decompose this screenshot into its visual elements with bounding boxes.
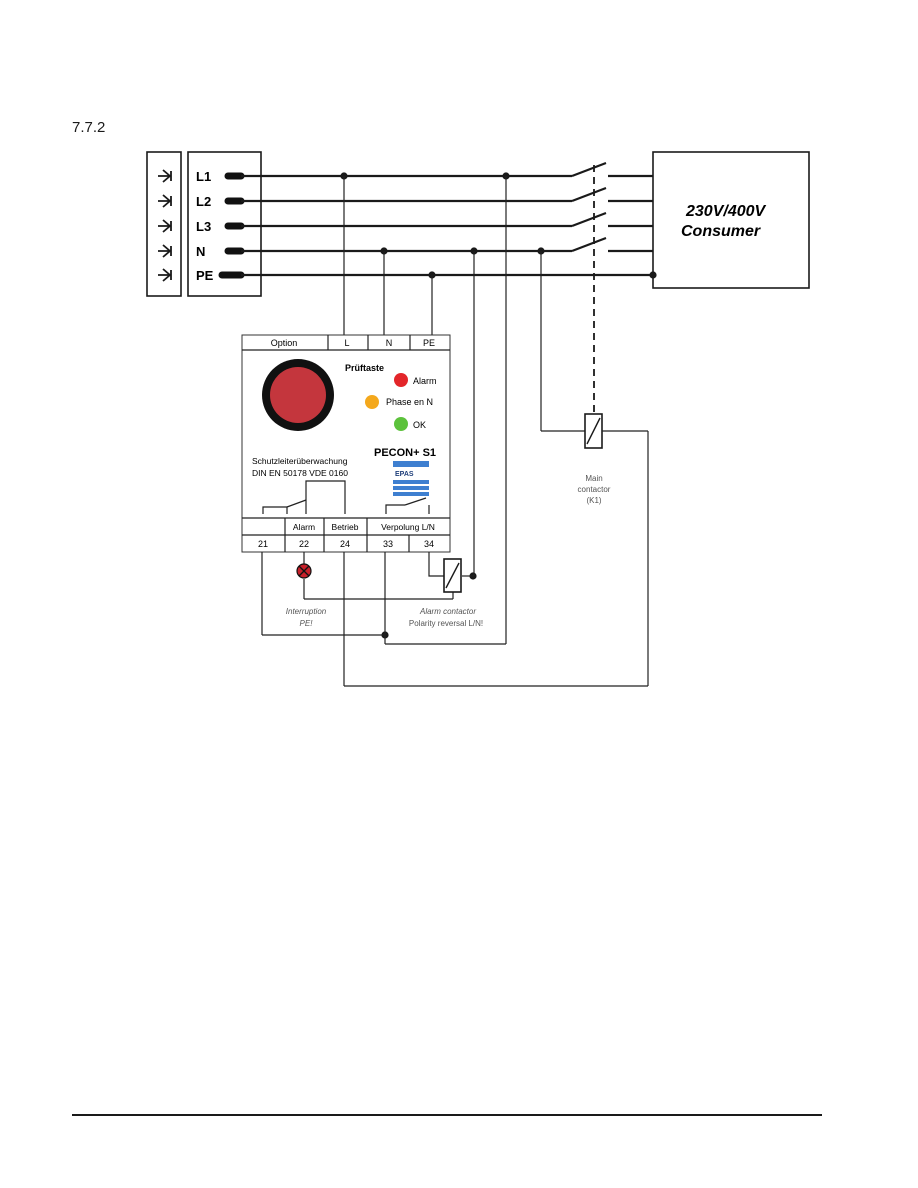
main-contactor-contacts [571, 161, 607, 414]
device-description-1: Schutzleiterüberwachung [252, 456, 348, 466]
device-feed-wires [343, 176, 585, 644]
section-number: 7.7.2 [72, 119, 106, 136]
main-contactor-label-2: contactor [578, 485, 611, 494]
consumer-box: 230V/400V Consumer [652, 151, 810, 289]
terminal-21: 21 [258, 539, 268, 549]
alarm-lamp [296, 563, 312, 579]
terminal-24: 24 [340, 539, 350, 549]
contact-label-verpolung: Verpolung L/N [381, 522, 435, 532]
contact-label-betrieb: Betrieb [332, 522, 359, 532]
alarm-contactor-label-2: Polarity reversal L/N! [409, 619, 483, 628]
breaker-icon [158, 169, 172, 183]
consumer-label: Consumer [681, 223, 761, 240]
alarm-led-label: Alarm [413, 376, 437, 386]
terminal-plugs [218, 172, 245, 279]
terminal-33: 33 [383, 539, 393, 549]
contact-label-alarm: Alarm [293, 522, 315, 532]
interruption-label-2: PE! [300, 619, 314, 628]
breaker-column [146, 151, 182, 297]
main-contactor-coil: Main contactor (K1) [344, 413, 649, 687]
device-description-2: DIN EN 50178 VDE 0160 [252, 468, 348, 478]
interruption-label-1: Interruption [286, 607, 327, 616]
alarm-contactor-label-1: Alarm contactor [419, 607, 476, 616]
supply-terminal-l3: L3 [196, 219, 211, 234]
terminal-L: L [344, 338, 349, 348]
ok-led-label: OK [413, 420, 426, 430]
main-contactor-label-3: (K1) [586, 496, 601, 505]
supply-terminal-n: N [196, 244, 205, 259]
test-button-label: Prüftaste [345, 363, 384, 373]
breaker-icon [158, 194, 172, 208]
terminal-22: 22 [299, 539, 309, 549]
ok-led [394, 417, 408, 431]
terminal-option: Option [271, 338, 298, 348]
test-button[interactable] [270, 367, 326, 423]
breaker-icon [158, 268, 172, 282]
output-wiring: Interruption PE! Alarm contactor Polarit… [261, 552, 506, 686]
terminal-PE: PE [423, 338, 435, 348]
main-contactor-label-1: Main [585, 474, 602, 483]
monitoring-device: Option L N PE Prüftaste Alarm Phase en N… [241, 334, 451, 553]
supply-lines [241, 174, 653, 277]
consumer-voltage: 230V/400V [685, 203, 767, 220]
terminal-N: N [386, 338, 393, 348]
footer-rule [72, 1114, 822, 1116]
epas-logo: EPAS [393, 461, 429, 496]
phase-led [365, 395, 379, 409]
alarm-contactor-coil [443, 558, 462, 593]
terminal-column [187, 151, 262, 297]
product-name: PECON+ S1 [374, 447, 436, 459]
alarm-led [394, 373, 408, 387]
breaker-symbols [158, 169, 172, 282]
phase-led-label: Phase en N [386, 397, 433, 407]
logo-text: EPAS [395, 471, 414, 478]
supply-terminal-l1: L1 [196, 169, 211, 184]
breaker-icon [158, 219, 172, 233]
breaker-icon [158, 244, 172, 258]
supply-terminal-l2: L2 [196, 194, 211, 209]
supply-terminal-pe: PE [196, 268, 214, 283]
terminal-34: 34 [424, 539, 434, 549]
